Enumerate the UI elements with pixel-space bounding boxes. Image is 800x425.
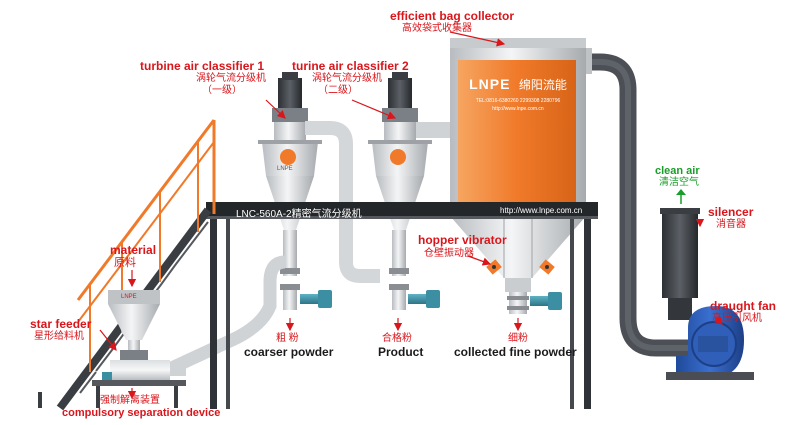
classifier1-label-cn: 涡轮气流分级机 — [196, 73, 266, 84]
bag-collector-brand-cn: 绵阳流能 — [518, 78, 567, 92]
star-feeder-label: star feeder — [30, 317, 92, 331]
silencer-label-cn: 消音器 — [716, 219, 746, 230]
fine-outlet-motor — [530, 292, 562, 310]
material-label-cn: 原料 — [114, 257, 136, 269]
separation-label-cn: 强制解离装置 — [100, 395, 160, 406]
material-label: material — [110, 243, 157, 257]
bag-collector-label: efficient bag collector — [390, 9, 515, 23]
clean-air-label-cn: 清洁空气 — [659, 177, 699, 188]
draught-fan-label-cn: 高压引风机 — [712, 313, 762, 324]
classifier1-stage: （一级） — [202, 85, 242, 96]
bag-collector-contact: TEL:0816-6380260 2299308 2280796 — [475, 98, 561, 104]
bag-collector-brand: LNPE 绵阳流能 — [462, 76, 574, 94]
separation-label: compulsory separation device — [62, 407, 221, 419]
clean-air-label: clean air — [655, 165, 700, 177]
classifier2-stage: （二级） — [318, 85, 358, 96]
product-label: Product — [378, 345, 424, 359]
draught-fan-label: draught fan — [710, 299, 776, 313]
callout-arrows — [99, 31, 723, 400]
classifier1-label: turbine air classifier 1 — [140, 59, 265, 73]
hopper-vibrator-label: hopper vibrator — [418, 233, 507, 247]
silencer-label: silencer — [708, 205, 754, 219]
classifier2-label: turine air classifier 2 — [292, 59, 409, 73]
hopper-vibrators — [486, 259, 555, 275]
classifier-2 — [368, 72, 440, 310]
silencer — [660, 208, 700, 320]
feeder-logo: LNPE — [121, 294, 137, 300]
exhaust-pipe — [588, 53, 690, 357]
beam-model-label: LNC-560A-2精密气流分级机 — [236, 209, 362, 220]
classifier-logo: LNPE — [277, 166, 293, 172]
fine-label-cn: 细粉 — [508, 333, 528, 344]
bag-collector — [450, 38, 592, 314]
feed-pipe — [147, 255, 286, 384]
bag-collector-logo: LNPE — [469, 76, 511, 92]
platform — [206, 202, 598, 409]
star-feeder-label-cn: 星形给料机 — [34, 331, 84, 342]
bag-collector-label-cn: 高效袋式收集器 — [402, 23, 472, 34]
coarser-label: coarser powder — [244, 345, 334, 359]
feed-hopper — [92, 290, 186, 408]
fine-label: collected fine powder — [454, 345, 577, 359]
clean-air-arrow — [676, 189, 686, 204]
beam-url-label: http://www.lnpe.com.cn — [500, 206, 583, 215]
hopper-vibrator-label-cn: 仓壁振动器 — [424, 248, 474, 259]
classifier2-label-cn: 涡轮气流分级机 — [312, 73, 382, 84]
product-label-cn: 合格粉 — [382, 333, 412, 344]
bag-collector-web: http://www.lnpe.com.cn — [492, 106, 544, 112]
coarser-label-cn: 粗 粉 — [276, 333, 299, 344]
